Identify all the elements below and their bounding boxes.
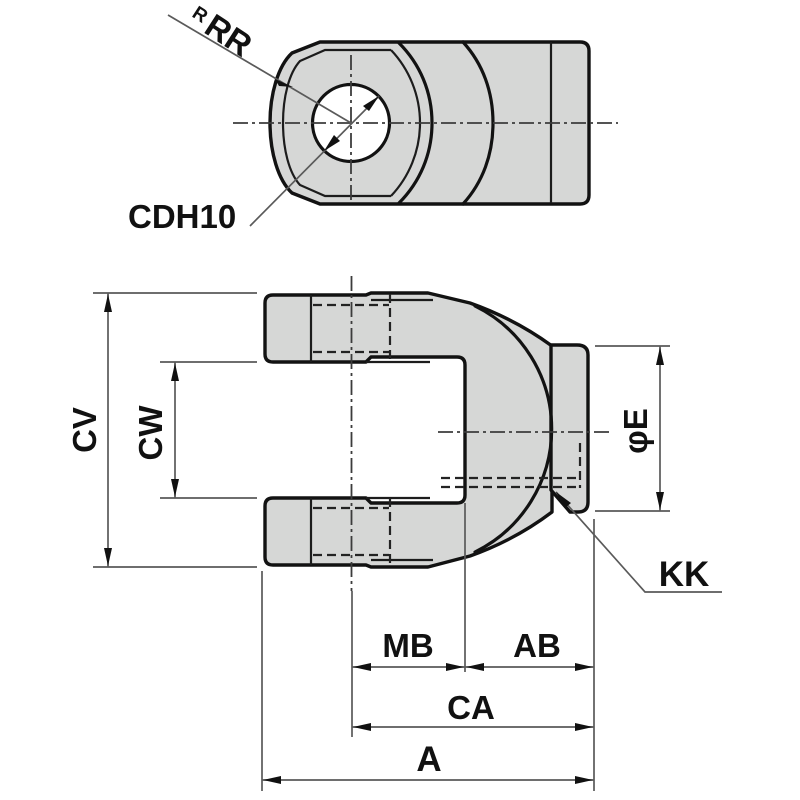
label-ca: CA: [447, 689, 495, 726]
label-a: A: [416, 740, 441, 779]
mb-arrow-left: [353, 663, 371, 671]
label-ab: AB: [513, 627, 561, 664]
label-cw: CW: [132, 405, 169, 461]
label-cv: CV: [66, 407, 103, 453]
fork-back-arc: [473, 304, 554, 554]
mb-arrow-right: [446, 663, 464, 671]
front-view: [263, 276, 612, 591]
kk-arrowhead: [556, 492, 571, 508]
boss-chamfer-ring: [281, 48, 391, 198]
a-arrow-left: [263, 776, 281, 784]
dimension-mb-ab: MB AB: [352, 627, 594, 671]
cw-arrow-bottom: [171, 479, 179, 497]
phi-e-arrow-bottom: [656, 492, 664, 510]
label-mb: MB: [382, 627, 433, 664]
hole-arrowhead-upper: [363, 96, 379, 111]
label-rr: R RR: [183, 0, 259, 64]
hole-diameter-callout: CDH10: [128, 95, 380, 235]
label-phi-e: φE: [617, 408, 654, 454]
ca-arrow-left: [353, 723, 371, 731]
top-view: [233, 40, 618, 206]
dimension-cw: CW: [132, 361, 257, 499]
dimension-phi-e: φE: [595, 345, 670, 512]
label-kk: KK: [659, 555, 710, 594]
ca-arrow-right: [575, 723, 593, 731]
rod-boss: [549, 343, 590, 514]
a-arrow-right: [575, 776, 593, 784]
dimension-a: A: [262, 740, 594, 784]
dimension-cv: CV: [66, 292, 257, 568]
label-cdh10: CDH10: [128, 198, 236, 235]
cv-arrow-top: [104, 294, 112, 312]
cv-arrow-bottom: [104, 548, 112, 566]
kk-leader-line: [555, 491, 722, 593]
phi-e-arrow-top: [656, 347, 664, 365]
kk-callout: KK: [555, 491, 722, 594]
radius-leader-line: [167, 14, 352, 124]
radius-arrowhead: [275, 79, 293, 87]
ab-arrow-right: [575, 663, 593, 671]
cw-arrow-top: [171, 363, 179, 381]
hole-leader-line: [249, 95, 380, 227]
fork-body: [263, 291, 554, 569]
dimension-ca: CA: [352, 689, 594, 731]
ab-arrow-left: [466, 663, 484, 671]
hole-arrowhead-lower: [324, 135, 340, 151]
boss-outer-arc: [397, 41, 434, 205]
